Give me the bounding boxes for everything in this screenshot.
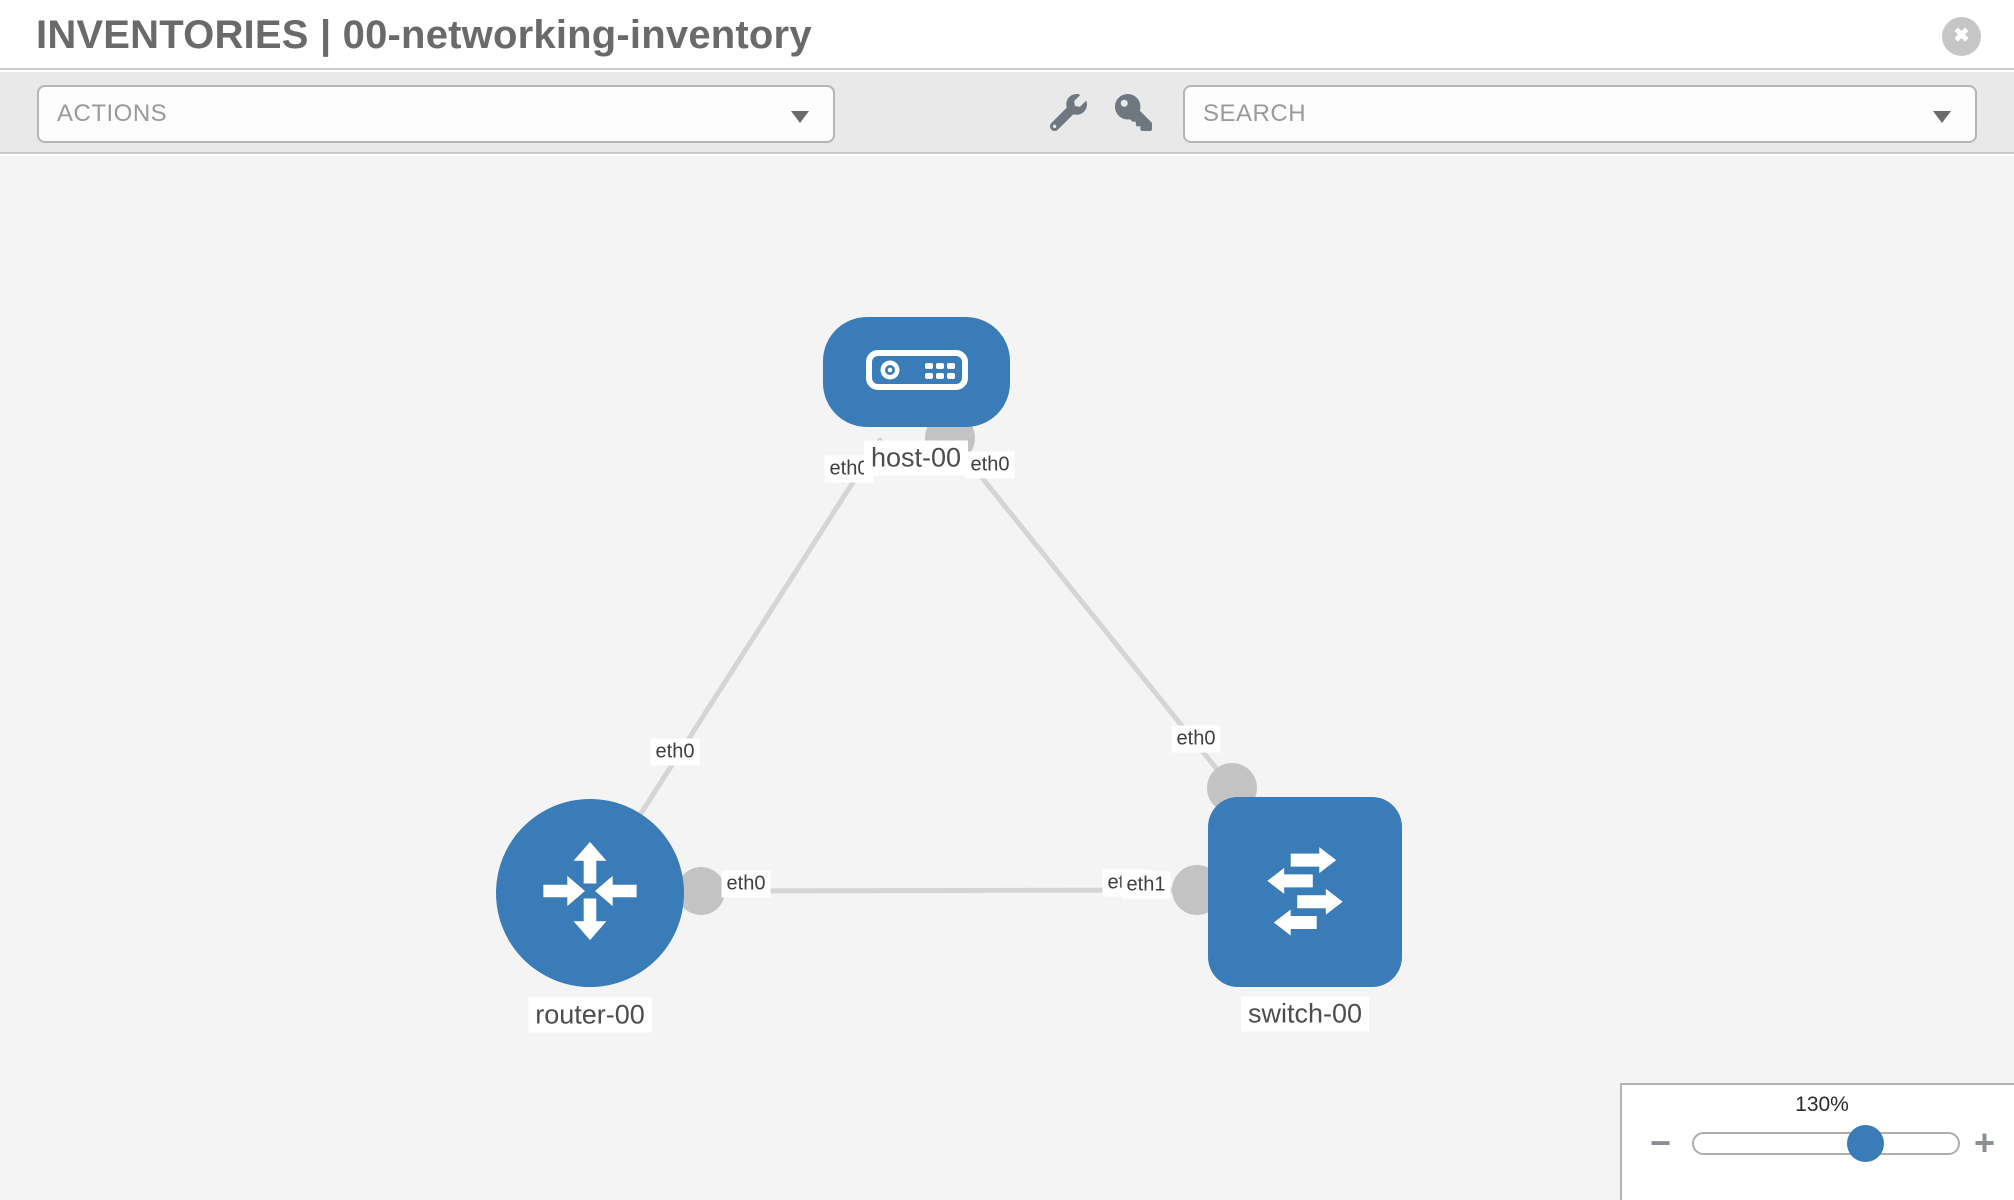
- switch-icon: [1239, 825, 1371, 960]
- close-button[interactable]: [1942, 17, 1981, 56]
- zoom-slider-thumb[interactable]: [1847, 1125, 1884, 1162]
- close-icon: [1951, 24, 1972, 50]
- zoom-out-button[interactable]: −: [1650, 1122, 1672, 1163]
- host-icon: [865, 346, 969, 399]
- zoom-control-panel: 130% − +: [1620, 1083, 2014, 1200]
- title-bar: INVENTORIES | 00-networking-inventory: [0, 0, 2014, 70]
- node-label-host-00: host-00: [863, 440, 969, 476]
- links-layer: [587, 435, 1235, 896]
- interface-dot-router-eth0[interactable]: [677, 867, 725, 915]
- page-title: INVENTORIES | 00-networking-inventory: [36, 13, 812, 57]
- configure-button[interactable]: [1049, 94, 1087, 132]
- node-label-router-00: router-00: [528, 997, 652, 1033]
- node-host-00[interactable]: [823, 317, 1010, 427]
- toolbar: ACTIONS SEARCH: [0, 72, 2014, 154]
- search-dropdown[interactable]: SEARCH: [1183, 85, 1977, 143]
- interface-label-host-eth0-right: eth0: [965, 451, 1015, 479]
- node-switch-00[interactable]: [1208, 797, 1402, 987]
- chevron-down-icon: [791, 111, 809, 123]
- node-label-switch-00: switch-00: [1240, 996, 1370, 1032]
- router-icon: [527, 828, 653, 959]
- actions-dropdown-label: ACTIONS: [57, 100, 168, 127]
- interface-label-switch-eth0: eth0: [1171, 725, 1221, 753]
- interface-label-router-eth0: eth0: [650, 738, 700, 766]
- interface-label-link-eth1: eth1: [1121, 871, 1171, 899]
- wrench-icon: [1049, 94, 1087, 135]
- search-dropdown-label: SEARCH: [1203, 100, 1307, 127]
- zoom-in-button[interactable]: +: [1974, 1122, 1996, 1163]
- node-router-00[interactable]: [496, 799, 684, 987]
- key-icon: [1115, 94, 1152, 135]
- topology-canvas[interactable]: eth0 eth0 eth0 eth0 eth0 eth0 eth1 host-…: [0, 156, 2014, 1200]
- chevron-down-icon: [1933, 111, 1951, 123]
- actions-dropdown[interactable]: ACTIONS: [37, 85, 835, 143]
- zoom-slider-track[interactable]: [1692, 1132, 1960, 1155]
- zoom-level-value: 130%: [1795, 1093, 1849, 1116]
- credentials-button[interactable]: [1115, 94, 1152, 131]
- interface-label-link-eth0: eth0: [721, 870, 771, 898]
